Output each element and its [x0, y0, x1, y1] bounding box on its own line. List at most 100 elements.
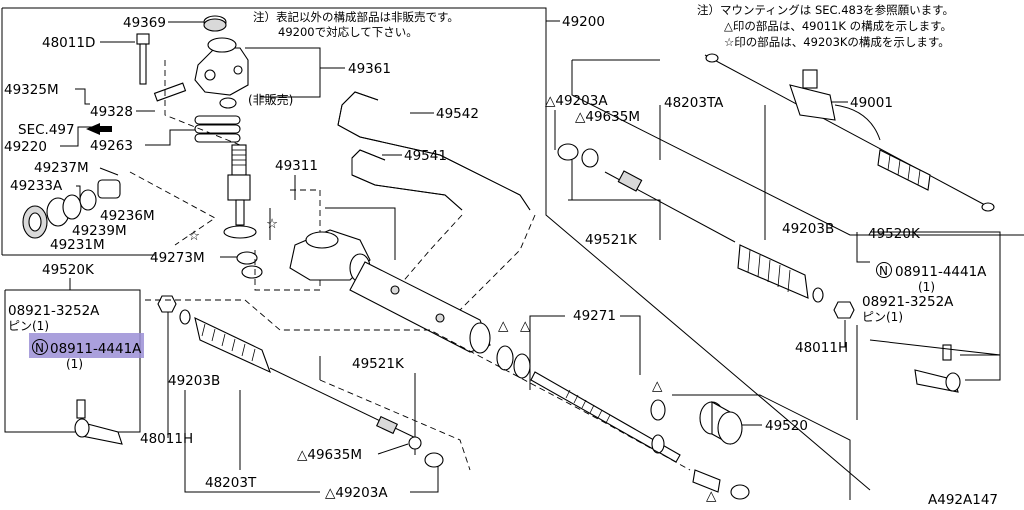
guide-pipe-b: [399, 214, 463, 286]
leader-49271-b: [620, 315, 641, 375]
label-49325m: 49325M: [4, 82, 59, 98]
label-49271: 49271: [573, 308, 616, 324]
arrow-left-icon: [86, 123, 112, 135]
star-mark-a: ☆: [188, 228, 200, 244]
label-hibaibai: (非販売): [248, 92, 293, 107]
guide-dash-c: [254, 189, 321, 291]
label-pin1-left: ピン(1): [8, 319, 49, 333]
guide-dash-rod: [319, 379, 471, 471]
label-49001: 49001: [850, 95, 893, 111]
part-49325m-screw: [153, 82, 187, 102]
pipe-49541-inner: [351, 149, 463, 211]
label-pin1-right: ピン(1): [862, 310, 903, 324]
leader-49635m-bottom: [377, 443, 409, 455]
part-49271-seal: [650, 399, 666, 421]
label-49203b-right: 49203B: [782, 221, 834, 237]
tri-mark-a: △: [498, 318, 509, 334]
box-49520: [672, 394, 851, 500]
label-08911-left[interactable]: 08911-4441A: [50, 341, 142, 357]
part-tie-rod-end-left: [74, 399, 123, 445]
label-49263: 49263: [90, 138, 133, 154]
label-49220: 49220: [4, 139, 47, 155]
label-qty1-left: (1): [66, 357, 83, 371]
bracket-49521k-top: [568, 199, 661, 240]
label-49328: 49328: [90, 104, 133, 120]
part-48011d-bolt: [136, 33, 150, 85]
highlight-08911-left[interactable]: [29, 333, 144, 358]
part-49203a-clamp: [424, 452, 444, 468]
label-49233a: 49233A: [10, 178, 63, 194]
leader-49220: [60, 126, 92, 147]
part-49203b-boot-left: [194, 317, 271, 374]
part-tie-rod-end-right: [914, 344, 961, 393]
label-49520: 49520: [765, 418, 808, 434]
box-49520k-right: [870, 231, 1001, 356]
group-frame-49001: [571, 60, 1024, 236]
label-49520k-right: 49520K: [868, 226, 921, 242]
label-sec497: SEC.497: [18, 122, 75, 138]
label-49239m: 49239M: [72, 223, 127, 239]
guide-dash-a: [129, 171, 216, 246]
label-49541: 49541: [404, 148, 447, 164]
guide-pipe-a: [459, 214, 536, 311]
label-49520k-left: 49520K: [42, 262, 95, 278]
leader-49361-a: [245, 47, 345, 69]
label-49237m: 49237M: [34, 160, 89, 176]
guide-dash-b: [164, 60, 241, 146]
label-49203a-top: △49203A: [545, 93, 608, 109]
group-frame-49200: [2, 7, 871, 491]
part-49263-rings: [194, 115, 241, 143]
leader-49237m: [99, 167, 119, 176]
part-49203b-boot-right: [737, 244, 809, 299]
note-top-left-2: 49200で対応して下さい。: [278, 25, 418, 39]
leader-49361-b: [260, 68, 321, 98]
label-49635m-top: △49635M: [575, 109, 640, 125]
part-49520-bushing: [699, 401, 743, 445]
label-49200: 49200: [562, 14, 605, 30]
part-49233a-seal-stack: [22, 179, 121, 239]
part-49203b-clip-right: [812, 287, 824, 303]
label-49361: 49361: [348, 61, 391, 77]
label-49369: 49369: [123, 15, 166, 31]
label-08921-right: 08921-3252A: [862, 294, 954, 310]
label-qty1-right: (1): [918, 280, 935, 294]
note-top-right-3: ☆印の部品は、49203Kの構成を示します。: [724, 35, 950, 49]
part-49361-housing: [194, 37, 249, 96]
tri-mark-b: △: [520, 318, 531, 334]
pipe-49542-inner: [337, 91, 531, 211]
part-49369-cap: [203, 15, 227, 32]
part-48011h-nut-left: [157, 295, 177, 313]
label-48203ta: 48203TA: [664, 95, 724, 111]
part-seal-b: [513, 353, 531, 379]
leader-49325m: [75, 88, 90, 105]
label-49635m-bottom: △49635M: [297, 447, 362, 463]
leader-49203b-left: [184, 390, 320, 493]
leader-49263: [145, 129, 195, 146]
label-49311: 49311: [275, 158, 318, 174]
label-48011h-right: 48011H: [795, 340, 848, 356]
note-top-right-2: △印の部品は、49011K の構成を示します。: [724, 19, 952, 33]
label-figure-code: A492A147: [928, 492, 998, 508]
box-tie-rod-right: [869, 339, 1001, 381]
leader-49203a-bottom: [410, 465, 439, 493]
part-49001-steering-assembly: [704, 53, 995, 212]
tri-mark-d: △: [706, 488, 717, 504]
star-mark-b: ☆: [266, 216, 278, 232]
label-48203t: 48203T: [205, 475, 257, 491]
part-49273m-washers: [236, 251, 263, 279]
label-48011h-left: 48011H: [140, 431, 193, 447]
part-48203ta-inner-rod: [604, 170, 736, 243]
part-49328-seal: [219, 97, 237, 109]
tri-mark-c: △: [652, 378, 663, 394]
box-49520k-right-a: [856, 232, 870, 263]
n-badge-left: [32, 339, 48, 355]
part-49635m-clamps-top: [557, 143, 599, 168]
leader-49233a: [76, 185, 81, 200]
n-badge-right: [876, 262, 892, 278]
guide-dash-bottom: [145, 299, 691, 471]
label-48011d: 48011D: [42, 35, 95, 51]
label-49236m: 49236M: [100, 208, 155, 224]
label-49542: 49542: [436, 106, 479, 122]
